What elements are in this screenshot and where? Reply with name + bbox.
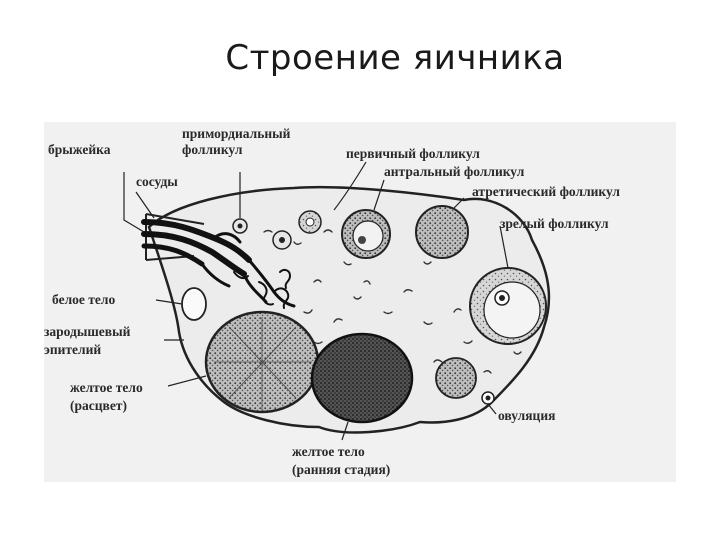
label-atretic-follicle: атретический фолликул [472, 184, 620, 199]
blood-vessels [141, 219, 296, 309]
label-primary-follicle: первичный фолликул [346, 146, 480, 161]
atretic-follicle [415, 205, 469, 259]
label-germinal-epithelium-line1: зародышевый [44, 324, 131, 339]
label-ovulation: овуляция [498, 408, 555, 423]
mature-follicle [469, 267, 547, 345]
leader-lines [123, 161, 509, 441]
label-germinal-epithelium-line2: эпителий [44, 342, 101, 357]
label-primordial-follicle-line1: примордиальный [182, 126, 291, 141]
label-mesentery: брыжейка [48, 142, 111, 157]
antral-follicle [341, 209, 391, 259]
label-corpus-luteum-bloom-line1: желтое тело [70, 380, 143, 395]
ovary-structure-diagram: брыжейка сосуды примордиальный фолликул … [44, 126, 620, 477]
slide-title: Строение яичника [225, 38, 565, 78]
label-corpus-luteum-early-line2: (ранняя стадия) [292, 462, 390, 477]
corpus-luteum-bloom [204, 310, 320, 414]
label-corpus-luteum-bloom-line2: (расцвет) [70, 398, 127, 413]
label-mature-follicle: зрелый фолликул [500, 216, 609, 231]
label-antral-follicle: антральный фолликул [384, 164, 525, 179]
label-primordial-follicle-line2: фолликул [182, 142, 243, 157]
ovary-figure: брыжейка сосуды примордиальный фолликул … [44, 122, 676, 482]
corpus-albicans [181, 287, 207, 321]
primary-follicle [298, 210, 322, 234]
label-corpus-luteum-early-line1: желтое тело [292, 444, 365, 459]
label-white-body: белое тело [52, 292, 115, 307]
primordial-follicle [232, 218, 292, 250]
corpus-luteum-early [310, 332, 414, 424]
label-vessels: сосуды [136, 174, 178, 189]
